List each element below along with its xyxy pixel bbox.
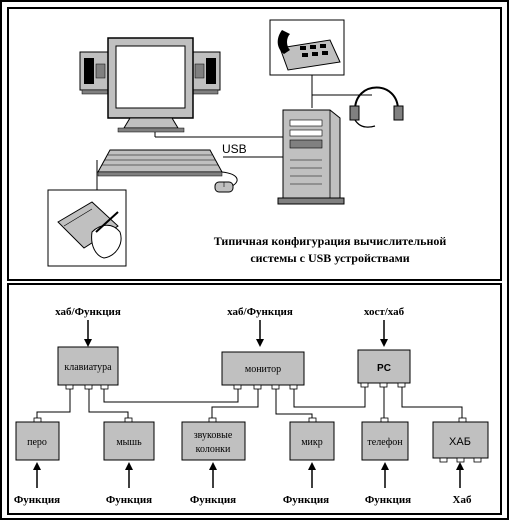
caption-line-2: системы с USB устройствами	[250, 251, 409, 265]
illustration-panel: USB Типичная конфигурация вычислительной…	[47, 19, 447, 267]
tower-pc-icon	[277, 109, 345, 205]
mouse-icon	[214, 181, 234, 193]
monitor-role-label: хаб/Функция	[227, 306, 293, 318]
caption-line-1: Типичная конфигурация вычислительной	[214, 234, 447, 248]
phone-node-label: телефон	[367, 437, 403, 448]
usb-connections	[36, 387, 463, 422]
mic-node-label: микр	[301, 437, 323, 448]
pen-node: перо	[15, 417, 60, 461]
monitor-node-label: монитор	[245, 364, 281, 375]
keyboard-role-label: хаб/Функция	[55, 306, 121, 318]
hub-role-label: Хаб	[453, 494, 472, 506]
monitor-node: монитор	[221, 351, 305, 390]
keyboard-icon	[97, 149, 223, 177]
pen-node-label: перо	[27, 437, 47, 448]
pen-tablet-icon	[47, 189, 127, 267]
pc-role-label: хост/хаб	[364, 306, 405, 318]
mic-node: микр	[289, 417, 335, 461]
speaker-icon	[79, 51, 109, 95]
keyboard-node: клавиатура	[57, 346, 119, 390]
speakers-node: звуковые колонки	[181, 417, 246, 461]
topology-diagram: хаб/Функция хаб/Функция хост/хаб	[14, 306, 489, 506]
pen-role-label: Функция	[14, 494, 60, 506]
monitor-icon	[107, 37, 194, 133]
pc-node: PC	[357, 349, 411, 388]
phone-role-label: Функция	[365, 494, 411, 506]
hub-node: ХАБ	[432, 417, 489, 463]
mouse-node-label: мышь	[116, 437, 142, 448]
telephone-icon	[269, 19, 345, 76]
mic-role-label: Функция	[283, 494, 329, 506]
speakers-node-label-1: звуковые	[194, 430, 233, 441]
hub-node-label: ХАБ	[449, 436, 471, 448]
speakers-role-label: Функция	[190, 494, 236, 506]
headset-icon	[349, 86, 404, 128]
mouse-node: мышь	[103, 417, 155, 461]
speakers-node-label-2: колонки	[196, 444, 231, 455]
usb-label: USB	[222, 142, 247, 156]
pc-node-label: PC	[377, 363, 391, 374]
mouse-role-label: Функция	[106, 494, 152, 506]
phone-node: телефон	[361, 417, 409, 461]
speaker-icon	[191, 51, 221, 95]
bottom-panel-frame	[7, 283, 502, 515]
keyboard-node-label: клавиатура	[64, 362, 112, 373]
top-panel-frame	[7, 7, 502, 281]
